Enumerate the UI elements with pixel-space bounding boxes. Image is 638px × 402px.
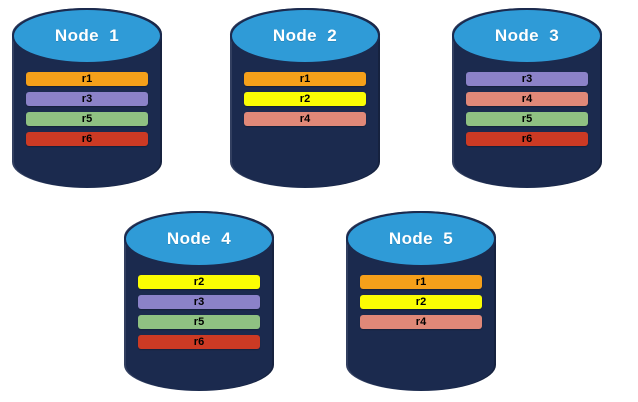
node-title: Node 4 [166,229,232,248]
node-cylinder-top: Node 1 [12,8,162,64]
replica-bar-r1[interactable]: r1 [26,72,148,86]
replica-list: r1 r3 r5 r6 [12,72,162,146]
replica-bar-r3[interactable]: r3 [138,295,260,309]
node-title: Node 1 [54,26,120,45]
replica-label: r4 [299,112,311,125]
replica-bar-r1[interactable]: r1 [244,72,366,86]
replica-bar-r5[interactable]: r5 [26,112,148,126]
replica-label: r2 [299,92,311,105]
replica-bar-r6[interactable]: r6 [466,132,588,146]
node-cylinder-top: Node 3 [452,8,602,64]
replica-bar-r4[interactable]: r4 [244,112,366,126]
replica-bar-r1[interactable]: r1 [360,275,482,289]
replica-label: r1 [415,275,427,288]
node-title: Node 5 [388,229,454,248]
node-title: Node 2 [272,26,338,45]
node-cylinder-top: Node 2 [230,8,380,64]
replica-label: r1 [81,72,93,85]
replica-bar-r3[interactable]: r3 [26,92,148,106]
replica-list: r1 r2 r4 [346,275,496,329]
node-5[interactable]: Node 5 r1 r2 r4 [346,211,496,391]
replica-label: r5 [521,112,533,125]
replica-label: r2 [415,295,427,308]
replica-label: r6 [81,132,93,145]
replica-bar-r2[interactable]: r2 [138,275,260,289]
node-4[interactable]: Node 4 r2 r3 r5 r6 [124,211,274,391]
node-2[interactable]: Node 2 r1 r2 r4 [230,8,380,188]
replica-label: r5 [81,112,93,125]
replica-label: r4 [415,315,427,328]
replica-bar-r5[interactable]: r5 [138,315,260,329]
replica-label: r3 [193,295,205,308]
replica-list: r3 r4 r5 r6 [452,72,602,146]
replica-list: r1 r2 r4 [230,72,380,126]
node-title: Node 3 [494,26,560,45]
node-cylinder-top: Node 5 [346,211,496,267]
replica-bar-r6[interactable]: r6 [138,335,260,349]
node-3[interactable]: Node 3 r3 r4 r5 r6 [452,8,602,188]
replica-bar-r5[interactable]: r5 [466,112,588,126]
node-1[interactable]: Node 1 r1 r3 r5 r6 [12,8,162,188]
replica-label: r6 [521,132,533,145]
replica-label: r5 [193,315,205,328]
replica-bar-r3[interactable]: r3 [466,72,588,86]
replica-bar-r4[interactable]: r4 [360,315,482,329]
replica-label: r3 [521,72,533,85]
replica-label: r3 [81,92,93,105]
replica-list: r2 r3 r5 r6 [124,275,274,349]
replica-label: r4 [521,92,533,105]
replica-bar-r4[interactable]: r4 [466,92,588,106]
replica-bar-r2[interactable]: r2 [360,295,482,309]
replica-bar-r6[interactable]: r6 [26,132,148,146]
replica-label: r2 [193,275,205,288]
replica-bar-r2[interactable]: r2 [244,92,366,106]
replica-label: r6 [193,335,205,348]
replica-label: r1 [299,72,311,85]
node-cylinder-top: Node 4 [124,211,274,267]
